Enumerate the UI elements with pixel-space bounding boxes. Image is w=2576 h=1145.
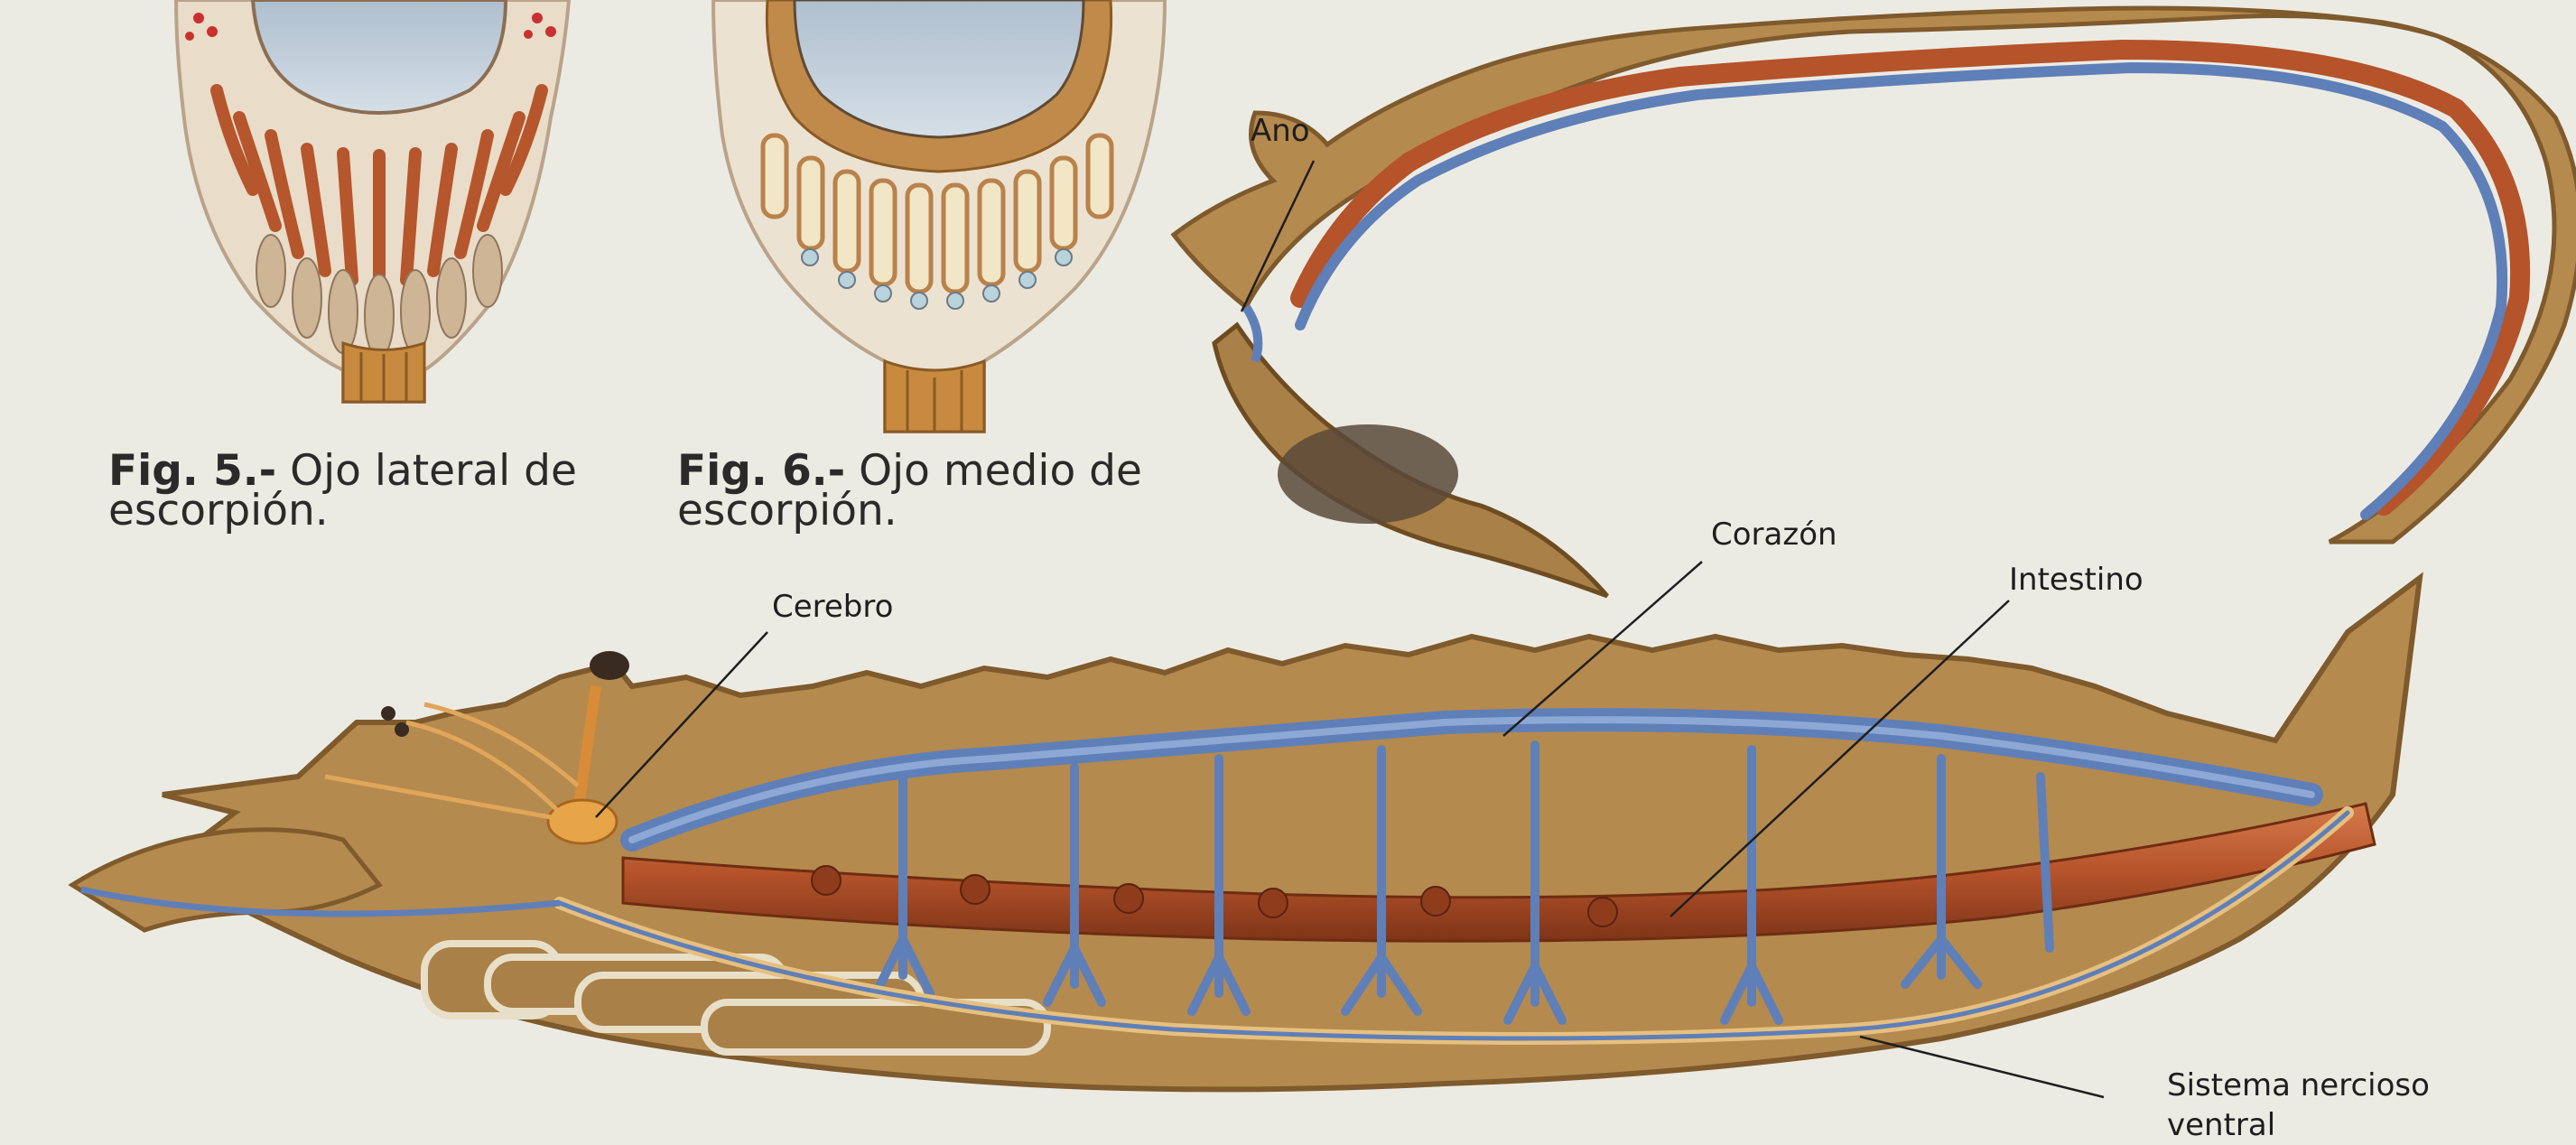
label-intestino: Intestino <box>2009 562 2144 598</box>
figure-5-caption-line1: Ojo lateral de <box>290 446 577 496</box>
median-eye-illustration <box>713 0 1165 432</box>
figure-6-caption: Fig. 6.- Ojo medio de escorpión. <box>677 451 1142 531</box>
label-sistema-line1: Sistema nercioso <box>2167 1067 2430 1103</box>
figure-6-caption-line2: escorpión. <box>677 486 897 535</box>
label-ano: Ano <box>1251 113 1310 149</box>
label-sistema-line2: ventral <box>2167 1107 2275 1143</box>
label-sistema-nervioso-ventral: Sistema nercioso ventral <box>2167 1066 2430 1145</box>
label-cerebro: Cerebro <box>772 589 893 625</box>
figure-6-caption-line1: Ojo medio de <box>859 446 1142 496</box>
figure-5-caption: Fig. 5.- Ojo lateral de escorpión. <box>108 451 577 531</box>
figure-5-caption-line2: escorpión. <box>108 486 329 535</box>
lateral-eye-illustration <box>176 0 569 402</box>
label-corazon: Corazón <box>1711 517 1837 553</box>
